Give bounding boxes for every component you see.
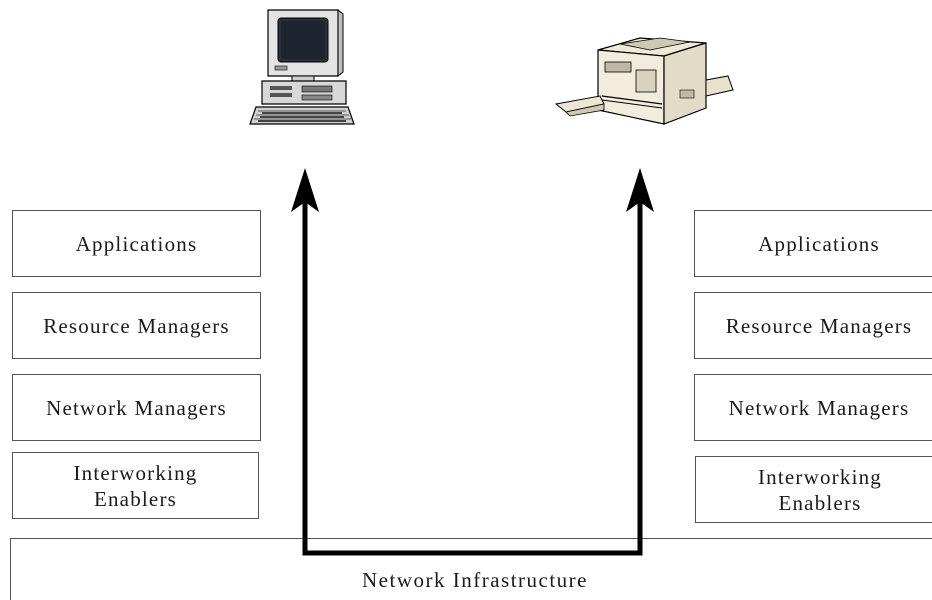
network-infrastructure-label: Network Infrastructure — [362, 568, 588, 592]
left-applications-box: Applications — [12, 210, 261, 277]
left-network-managers-box: Network Managers — [12, 374, 261, 441]
right-arrowhead — [626, 168, 654, 212]
right-applications-box: Applications — [694, 210, 932, 277]
left-resource-managers-label: Resource Managers — [43, 313, 230, 338]
left-interworking-enablers-label: Interworking Enablers — [73, 460, 198, 511]
right-network-managers-box: Network Managers — [694, 374, 932, 441]
left-resource-managers-box: Resource Managers — [12, 292, 261, 359]
right-interworking-enablers-box: Interworking Enablers — [695, 456, 932, 523]
right-applications-label: Applications — [758, 231, 880, 256]
left-applications-label: Applications — [75, 231, 198, 256]
copier-printer-icon — [554, 37, 734, 125]
right-interworking-enablers-label: Interworking Enablers — [757, 464, 883, 515]
left-network-managers-label: Network Managers — [46, 395, 227, 420]
right-network-managers-label: Network Managers — [728, 395, 910, 420]
left-arrowhead — [291, 168, 319, 212]
network-infrastructure-box — [10, 538, 932, 600]
desktop-computer-icon — [249, 8, 355, 125]
right-resource-managers-label: Resource Managers — [725, 313, 913, 338]
right-resource-managers-box: Resource Managers — [694, 292, 932, 359]
connection-path — [302, 198, 643, 556]
left-interworking-enablers-box: Interworking Enablers — [12, 452, 259, 519]
